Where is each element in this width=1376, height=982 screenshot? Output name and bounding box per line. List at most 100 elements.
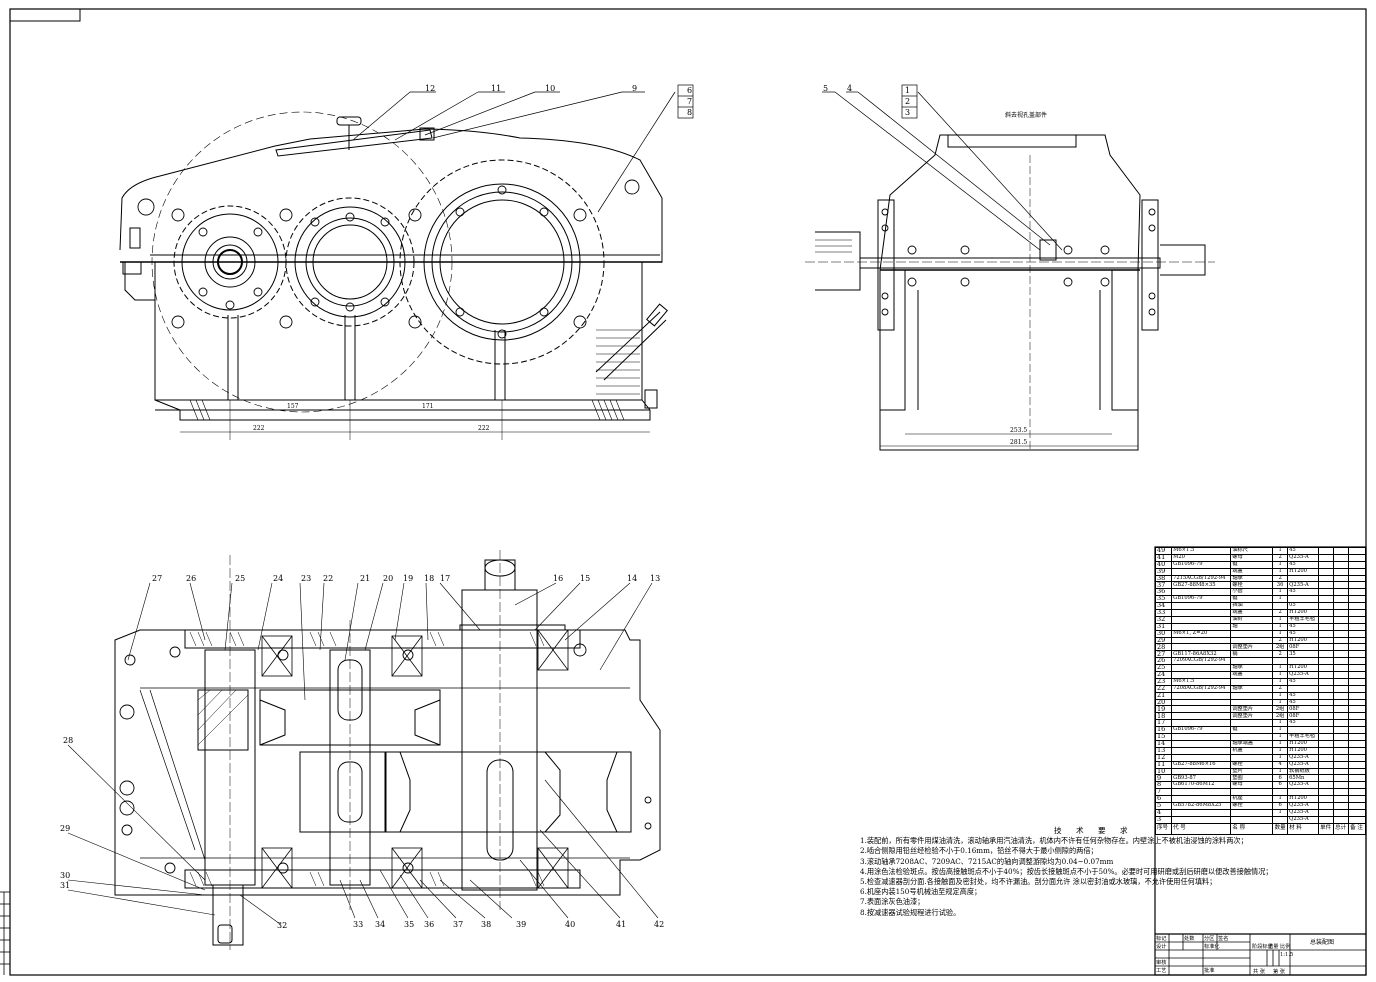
bom-cell-code: 7209ACGB/T292-94 — [1171, 657, 1232, 666]
bom-cell-name: 端盖 — [1230, 609, 1274, 617]
bom-cell-code: M6×1.5 — [1171, 547, 1232, 555]
part-labels: 12 11 10 9 6 7 8 5 4 1 2 3 斜去视孔盖部件 222 2… — [60, 84, 1047, 930]
bom-cell-mat: 45 — [1287, 547, 1320, 555]
tb-label: 分区 — [1204, 936, 1215, 942]
bom-cell-code — [1171, 622, 1232, 631]
bom-cell-w1 — [1318, 567, 1335, 576]
corner-tab — [9, 8, 81, 22]
bom-cell-rem — [1348, 726, 1366, 735]
label-33: 33 — [353, 920, 363, 929]
bom-cell-qty — [1272, 657, 1289, 666]
plan-view — [67, 550, 661, 950]
bom-cell-w1 — [1318, 602, 1335, 611]
tb-label: 工艺 — [1156, 968, 1167, 974]
bom-cell-code: M6×1, Z=20 — [1171, 629, 1232, 638]
bom-cell-w1 — [1318, 801, 1335, 810]
bom-cell-no: 10 — [1154, 767, 1173, 776]
bom-header-remark: 备 注 — [1348, 822, 1366, 835]
front-cover-outline — [119, 128, 663, 263]
tb-label: 设计 — [1156, 944, 1167, 950]
label-24: 24 — [273, 574, 283, 583]
bom-cell-w1 — [1318, 547, 1335, 555]
bom-cell-w1 — [1318, 595, 1335, 604]
bom-cell-w1 — [1318, 650, 1335, 659]
label-30: 30 — [60, 871, 70, 880]
bom-cell-no: 25 — [1154, 664, 1173, 673]
label-27: 27 — [152, 574, 162, 583]
bom-cell-rem — [1348, 698, 1366, 707]
bom-cell-qty: 1 — [1272, 567, 1289, 576]
bom-cell-w2 — [1333, 733, 1350, 741]
label-20: 20 — [383, 574, 393, 583]
bom-cell-w2 — [1333, 739, 1350, 748]
bom-cell-code — [1171, 609, 1232, 617]
bom-cell-no: 14 — [1154, 739, 1173, 748]
bom-cell-name: 端盖 — [1230, 567, 1274, 576]
bom-cell-rem — [1348, 650, 1366, 659]
bom-cell-name: 轴 — [1230, 622, 1274, 631]
bom-cell-name — [1230, 753, 1274, 762]
bom-cell-w2 — [1333, 595, 1350, 604]
bom-cell-mat — [1287, 726, 1320, 735]
bom-cell-w1 — [1318, 774, 1335, 783]
bom-cell-name: 机盖 — [1230, 746, 1274, 755]
bom-cell-name: 调整垫片 — [1230, 705, 1274, 714]
bom-cell-mat: 45 — [1287, 560, 1320, 569]
bom-cell-mat: Q235-A — [1287, 760, 1320, 769]
label-11: 11 — [491, 84, 501, 93]
bom-header-single: 单件 — [1318, 822, 1335, 835]
label-6: 6 — [687, 86, 692, 95]
bom-cell-name — [1230, 657, 1274, 666]
bom-cell-w2 — [1333, 650, 1350, 659]
bom-cell-no: 5 — [1154, 801, 1173, 810]
bom-cell-mat: HT200 — [1287, 739, 1320, 748]
bom-cell-name: 油标尺 — [1230, 547, 1274, 555]
bom-cell-code — [1171, 733, 1232, 741]
label-21: 21 — [360, 574, 370, 583]
bom-cell-no: 35 — [1154, 595, 1173, 604]
bom-cell-w1 — [1318, 588, 1335, 597]
bom-cell-rem — [1348, 705, 1366, 714]
dim-171: 171 — [422, 403, 433, 410]
bom-cell-w2 — [1333, 602, 1350, 611]
bom-cell-no: 41 — [1154, 553, 1173, 562]
bom-cell-no: 28 — [1154, 643, 1173, 652]
bom-cell-w1 — [1318, 636, 1335, 645]
label-1: 1 — [905, 86, 910, 95]
bom-cell-no: 31 — [1154, 622, 1173, 631]
bom-cell-no: 7 — [1154, 788, 1173, 797]
bom-cell-mat: HT200 — [1287, 609, 1320, 617]
bom-cell-rem — [1348, 753, 1366, 762]
dim-222-a: 222 — [253, 425, 265, 432]
bom-cell-mat: 08F — [1287, 705, 1320, 714]
bom-cell-w2 — [1333, 609, 1350, 617]
bom-cell-w2 — [1333, 753, 1350, 762]
bom-cell-rem — [1348, 567, 1366, 576]
tb-label: 审核 — [1156, 960, 1167, 966]
bom-cell-qty: 1 — [1272, 795, 1289, 803]
bom-cell-code — [1171, 602, 1232, 611]
bom-cell-w2 — [1333, 622, 1350, 631]
bom-cell-w2 — [1333, 567, 1350, 576]
bom-cell-qty: 1 — [1272, 677, 1289, 686]
bom-cell-w1 — [1318, 622, 1335, 631]
bom-cell-name: 轴承 — [1230, 574, 1274, 583]
bom-cell-qty: 1 — [1272, 671, 1289, 679]
bom-cell-w1 — [1318, 815, 1335, 824]
bom-cell-w1 — [1318, 629, 1335, 638]
bom-cell-mat: 08F — [1287, 643, 1320, 652]
bom-cell-w2 — [1333, 636, 1350, 645]
bom-cell-code — [1171, 795, 1232, 803]
bom-cell-w2 — [1333, 712, 1350, 721]
bom-cell-w2 — [1333, 795, 1350, 803]
